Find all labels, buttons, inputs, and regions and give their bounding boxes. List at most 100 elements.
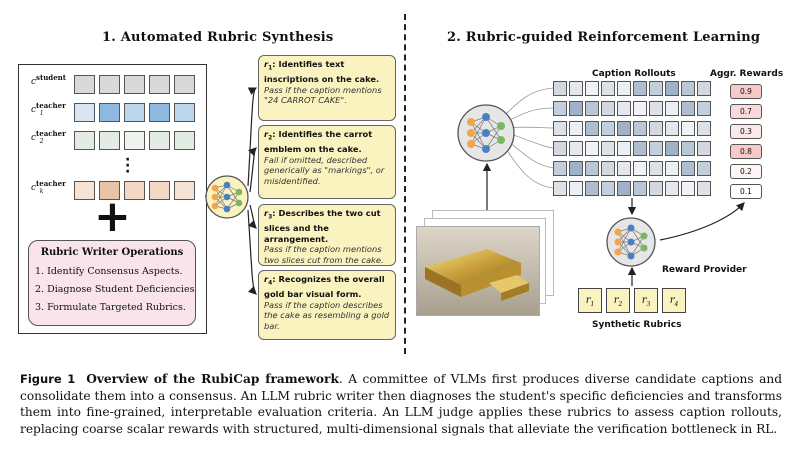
rollout-token-cell [601,161,615,176]
operation-item: 1. Identify Consensus Aspects. [35,266,183,277]
rollout-token-cell [649,181,663,196]
gold-bar-cake-image [416,226,540,316]
row-label-teacher-k: cteacherk [31,179,66,195]
rubric-writer-operations: Rubric Writer Operations 1. Identify Con… [28,240,196,326]
caption-token-cell [124,181,145,200]
rollout-token-cell [681,81,695,96]
row-label-student: cstudent [31,73,66,87]
rollout-token-cell [569,101,583,116]
rollout-token-cell [617,161,631,176]
rollout-token-cell [553,181,567,196]
rubric-card-4: r4: Recognizes the overall gold bar visu… [258,270,396,340]
rollout-token-cell [681,181,695,196]
rollout-token-cell [585,121,599,136]
caption-token-cell [99,75,120,94]
plus-icon: + [94,191,131,242]
synthetic-rubric-2: r2 [606,288,630,313]
caption-text: . A committee of VLMs first produces div… [20,372,783,436]
caption-token-cell [149,75,170,94]
figure-number: Figure 1 [20,372,76,386]
caption-token-cell [99,181,120,200]
candidate-captions-box: cstudent cteacher1 cteacher2 cteacherk ·… [18,64,207,334]
rollout-token-cell [569,161,583,176]
rollout-token-cell [681,161,695,176]
rollout-token-cell [617,181,631,196]
synthetic-rubric-4: r4 [662,288,686,313]
rollout-token-cell [697,81,711,96]
rollout-token-cell [633,141,647,156]
figure-caption: Figure 1 Overview of the RubiCap framewo… [20,371,782,437]
rollout-token-cell [649,101,663,116]
policy-network-icon [457,104,515,162]
rollout-token-cell [665,101,679,116]
row-label-teacher-2: cteacher2 [31,129,66,145]
caption-token-cell [124,75,145,94]
rollout-token-cell [553,121,567,136]
rollout-token-cell [617,101,631,116]
rollout-token-cell [681,121,695,136]
aggregated-reward-value: 0.8 [730,144,762,159]
rollout-token-cell [601,141,615,156]
caption-token-cell [174,103,195,122]
caption-token-cell [74,181,95,200]
aggregated-reward-value: 0.3 [730,124,762,139]
rollout-token-cell [697,101,711,116]
aggregated-reward-value: 0.9 [730,84,762,99]
rollout-token-cell [601,101,615,116]
rollout-token-cell [665,121,679,136]
rollout-token-cell [649,161,663,176]
aggregated-reward-value: 0.2 [730,164,762,179]
panel1-title: 1. Automated Rubric Synthesis [102,30,334,45]
rollout-token-cell [649,121,663,136]
caption-token-cell [149,131,170,150]
rollout-token-cell [553,101,567,116]
rollout-token-cell [617,81,631,96]
caption-token-cell [99,131,120,150]
operation-item: 2. Diagnose Student Deficiencies [35,284,195,295]
rollout-token-cell [601,181,615,196]
rollout-token-cell [585,101,599,116]
panel2-title: 2. Rubric-guided Reinforcement Learning [447,30,761,45]
rollout-token-cell [569,181,583,196]
rollout-token-cell [681,101,695,116]
rollout-token-cell [665,141,679,156]
reward-provider-network-icon [606,217,656,267]
rollout-token-cell [585,161,599,176]
panel-divider [404,14,406,354]
rollout-token-cell [569,121,583,136]
caption-token-cell [149,181,170,200]
synthetic-rubrics-label: Synthetic Rubrics [592,320,682,330]
rollout-token-cell [649,141,663,156]
rollout-token-cell [585,181,599,196]
rollout-token-cell [585,141,599,156]
rollout-token-cell [617,121,631,136]
rollout-token-cell [665,181,679,196]
caption-token-cell [124,103,145,122]
caption-token-cell [149,103,170,122]
rollout-token-cell [633,181,647,196]
rubric-writer-network-icon [205,175,249,219]
rollout-token-cell [697,121,711,136]
rollout-token-cell [553,81,567,96]
rollout-token-cell [633,81,647,96]
rollout-token-cell [601,81,615,96]
rubric-card-1: r1: Identifies text inscriptions on the … [258,55,396,121]
rollout-token-cell [633,101,647,116]
caption-token-cell [174,75,195,94]
rollout-token-cell [681,141,695,156]
synthetic-rubric-3: r3 [634,288,658,313]
operations-title: Rubric Writer Operations [40,247,184,258]
caption-token-cell [74,131,95,150]
reward-provider-label: Reward Provider [662,265,747,275]
rollout-token-cell [585,81,599,96]
figure-title: Overview of the RubiCap framework [86,372,339,386]
rollout-token-cell [697,161,711,176]
rollout-token-cell [553,141,567,156]
caption-token-cell [174,131,195,150]
caption-token-cell [74,75,95,94]
caption-token-cell [124,131,145,150]
rollout-token-cell [553,161,567,176]
rollout-token-cell [617,141,631,156]
rollout-token-cell [649,81,663,96]
panel1-connectors [205,87,258,295]
